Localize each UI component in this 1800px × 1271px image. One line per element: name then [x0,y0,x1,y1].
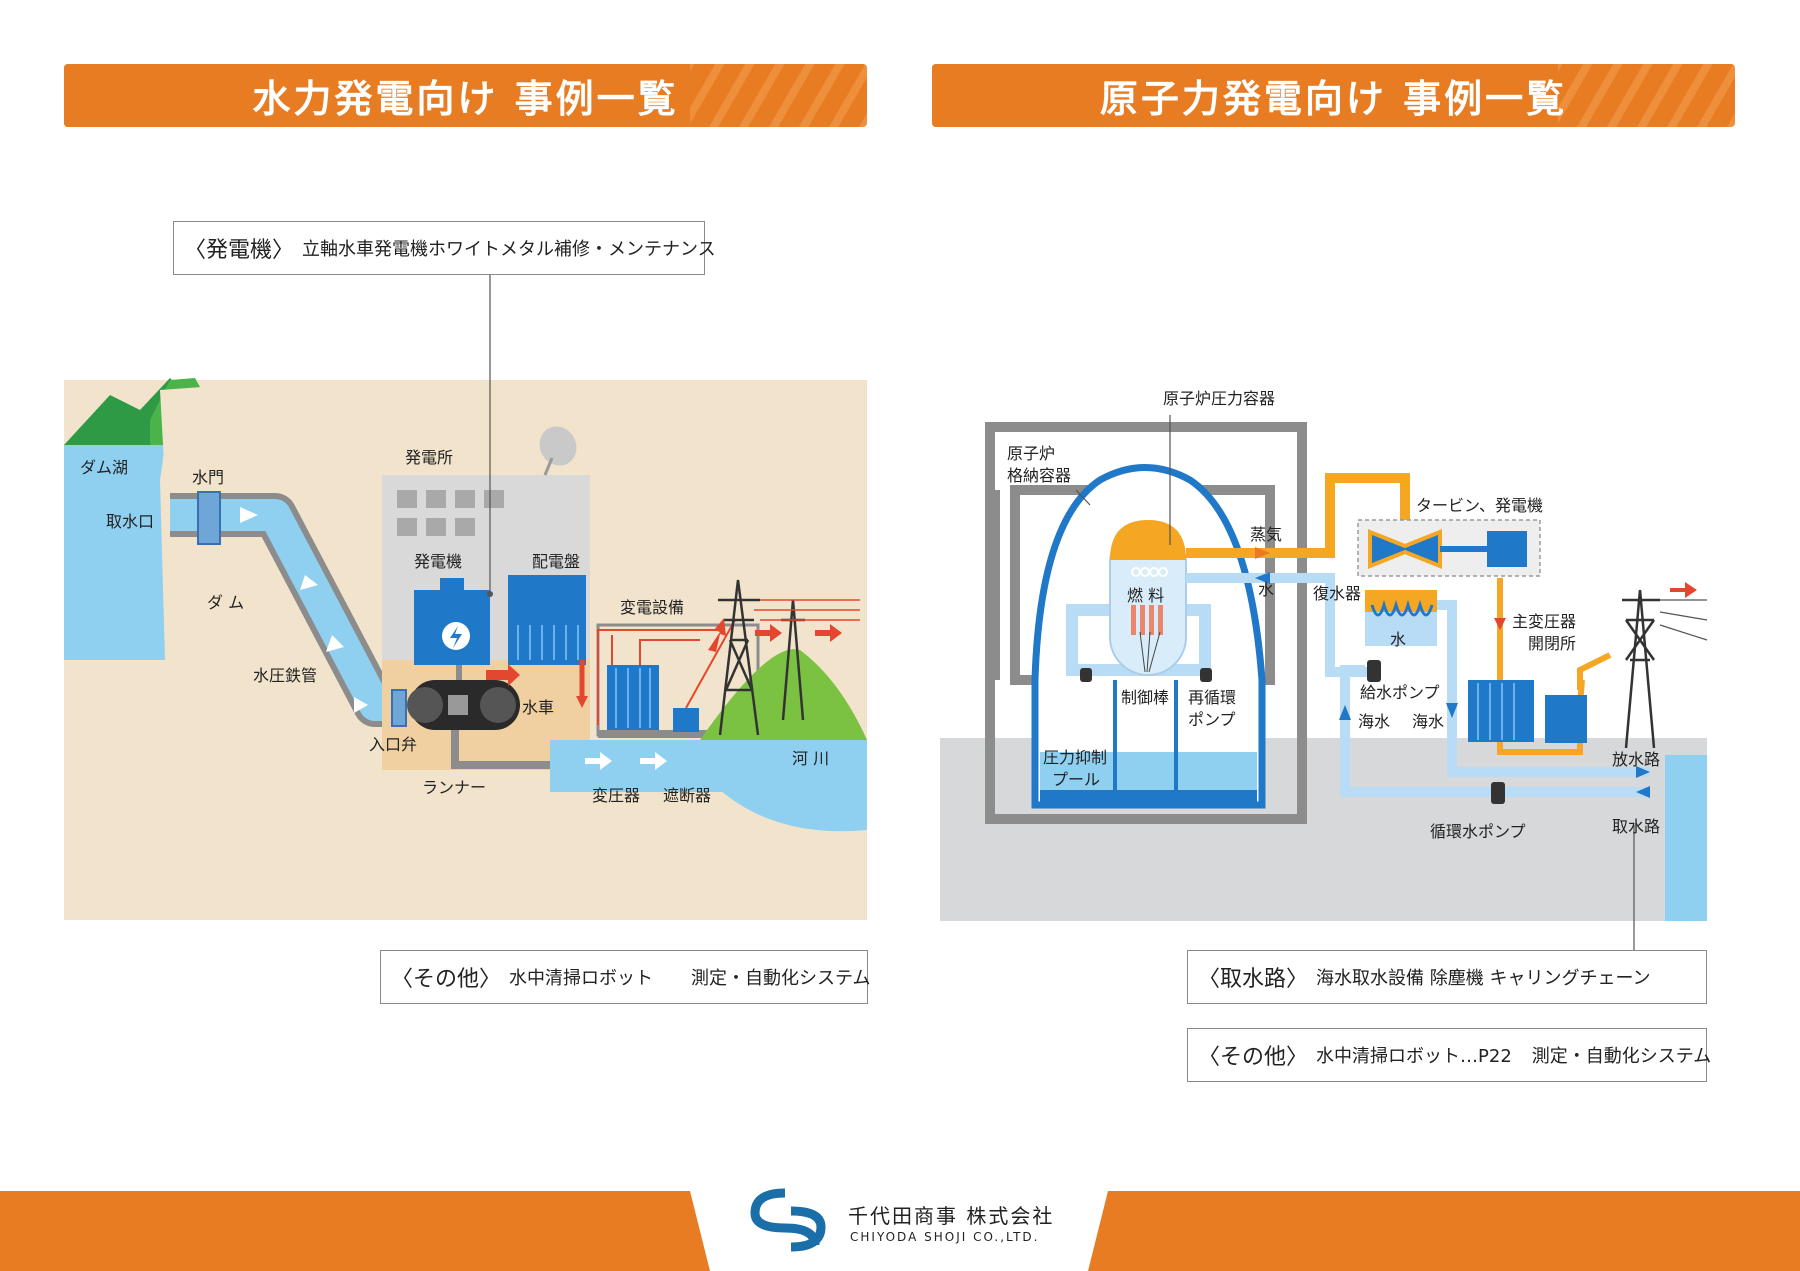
label-intake: 取水口 [106,512,155,531]
label-main-transformer: 主変圧器 [1512,612,1577,631]
label-switchboard: 配電盤 [532,552,581,571]
hydro-title: 水力発電向け 事例一覧 [252,77,679,121]
nuclear-intake-box: 〈取水路〉 海水取水設備 除塵機 キャリングチェーン [1187,950,1707,1004]
nuclear-banner: 原子力発電向け 事例一覧 [932,64,1735,127]
hydro-other-box: 〈その他〉 水中清掃ロボット 測定・自動化システム [380,950,871,1004]
hydro-other-item2: 測定・自動化システム [691,968,871,989]
label-control-rods: 制御棒 [1121,688,1170,707]
intake-text: 海水取水設備 除塵機 キャリングチェーン [1316,968,1651,989]
nuclear-other-item2: 測定・自動化システム [1531,1046,1712,1067]
label-transformer: 変圧器 [592,786,641,805]
generator-text: 立軸水車発電機ホワイトメタル補修・メンテナンス [302,239,716,260]
label-switchyard: 開閉所 [1528,634,1577,653]
label-turbine-generator: タービン、発電機 [1416,496,1544,515]
label-dam: ダ ム [207,593,245,612]
label-water-gate: 水門 [192,468,225,487]
label-turbine: 水車 [522,698,555,717]
label-water: 水 [1258,580,1275,599]
label-containment-2: 格納容器 [1007,466,1072,485]
label-breaker: 遮断器 [663,786,712,805]
company-logo-icon [750,1188,826,1252]
hydro-banner: 水力発電向け 事例一覧 [64,64,867,127]
label-containment-1: 原子炉 [1007,444,1056,463]
label-suppression-2: プール [1052,770,1101,789]
company-name-jp: 千代田商事 株式会社 [848,1204,1055,1228]
label-runner: ランナー [422,778,487,797]
label-pressure-vessel: 原子炉圧力容器 [1163,389,1276,408]
nuclear-other-item1: 水中清掃ロボット…P22 [1316,1046,1512,1067]
label-substation: 変電設備 [620,598,685,617]
label-condenser: 復水器 [1313,584,1362,603]
hydro-diagram [64,275,867,920]
nuclear-other-tag: 〈その他〉 [1198,1045,1309,1070]
footer-bar-right [1088,1191,1800,1271]
label-steam: 蒸気 [1250,525,1283,544]
company-name-en: CHIYODA SHOJI CO.,LTD. [850,1230,1040,1244]
label-river: 河 川 [792,749,830,768]
label-inlet-valve: 入口弁 [369,735,418,754]
label-discharge: 放水路 [1612,750,1661,769]
label-power-station: 発電所 [405,448,454,467]
label-penstock: 水圧鉄管 [253,666,318,685]
generator-tag: 〈発電機〉 [184,238,295,263]
footer-bar-left [0,1191,710,1271]
label-recirc-pump-1: 再循環 [1188,688,1237,707]
label-seawater-2: 海水 [1412,712,1445,731]
label-suppression-1: 圧力抑制 [1043,748,1108,767]
label-generator: 発電機 [414,552,463,571]
label-fuel: 燃 料 [1127,586,1165,605]
hydro-generator-box: 〈発電機〉 立軸水車発電機ホワイトメタル補修・メンテナンス [173,221,716,275]
label-circ-pump: 循環水ポンプ [1430,822,1526,841]
label-seawater-1: 海水 [1358,712,1391,731]
hydro-other-tag: 〈その他〉 [391,967,502,992]
label-intake-channel: 取水路 [1612,817,1661,836]
nuclear-title: 原子力発電向け 事例一覧 [1099,77,1568,121]
label-recirc-pump-2: ポンプ [1188,710,1236,729]
intake-tag: 〈取水路〉 [1198,967,1309,992]
nuclear-other-box: 〈その他〉 水中清掃ロボット…P22 測定・自動化システム [1187,1028,1711,1082]
nuclear-diagram [940,415,1708,950]
label-dam-lake: ダム湖 [80,458,129,477]
label-feed-pump: 給水ポンプ [1360,683,1440,702]
label-condenser-water: 水 [1390,630,1407,649]
hydro-other-item1: 水中清掃ロボット [509,968,654,989]
